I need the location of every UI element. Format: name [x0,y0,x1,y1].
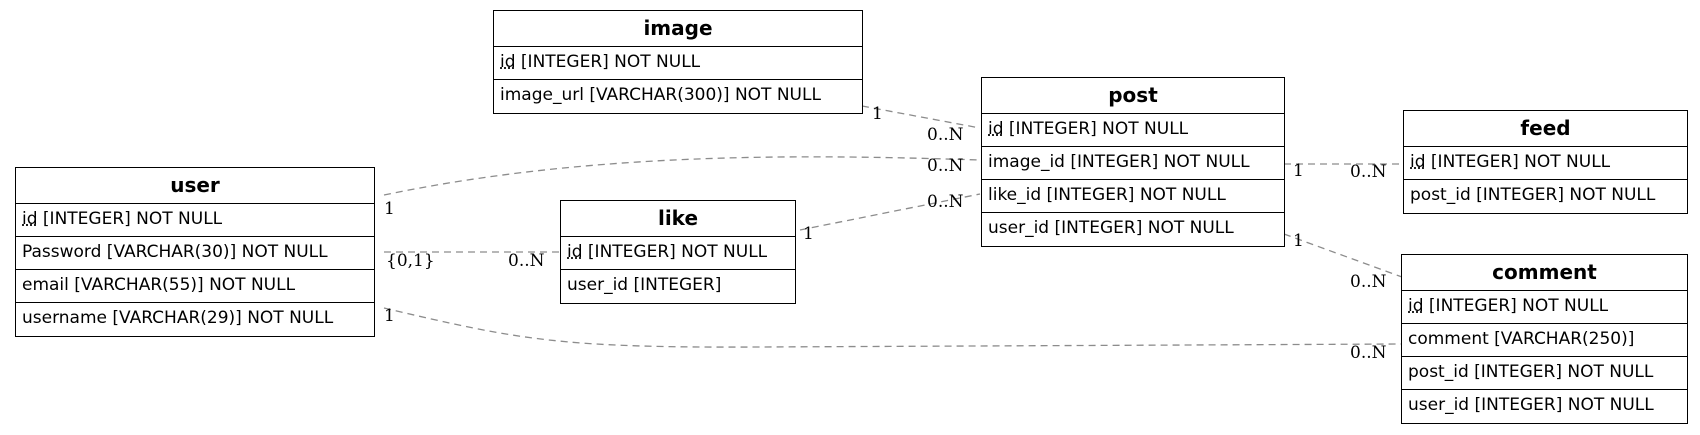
edge-user-post [383,156,981,196]
card-user-post-to: 0..N [927,156,964,176]
edge-image-post [861,105,981,129]
entity-field: Password [VARCHAR(30)] NOT NULL [16,237,374,270]
entity-like[interactable]: like id [INTEGER] NOT NULL user_id [INTE… [560,200,796,304]
entity-field: post_id [INTEGER] NOT NULL [1404,180,1687,213]
entity-field: id [INTEGER] NOT NULL [16,204,374,237]
field-definition: post_id [INTEGER] NOT NULL [1408,362,1654,382]
field-definition: Password [VARCHAR(30)] NOT NULL [22,242,328,262]
field-definition: image_url [VARCHAR(300)] NOT NULL [500,85,821,105]
card-post-comment-from: 1 [1293,231,1304,251]
entity-field: user_id [INTEGER] [561,270,795,303]
card-user-like-from: {0,1} [386,251,435,271]
primary-key: id [567,242,583,262]
entity-field: post_id [INTEGER] NOT NULL [1402,357,1687,390]
field-definition: post_id [INTEGER] NOT NULL [1410,185,1656,205]
field-definition: email [VARCHAR(55)] NOT NULL [22,275,296,295]
entity-field: id [INTEGER] NOT NULL [494,47,862,80]
entity-user[interactable]: user id [INTEGER] NOT NULL Password [VAR… [15,167,375,337]
entity-title: like [561,201,795,237]
field-definition: [INTEGER] NOT NULL [1425,152,1611,172]
entity-field: id [INTEGER] NOT NULL [982,114,1284,147]
entity-field: user_id [INTEGER] NOT NULL [1402,390,1687,423]
entity-feed[interactable]: feed id [INTEGER] NOT NULL post_id [INTE… [1403,110,1688,214]
card-image-post-to: 0..N [927,125,964,145]
field-definition: [INTEGER] NOT NULL [515,52,701,72]
entity-field: username [VARCHAR(29)] NOT NULL [16,303,374,336]
entity-field: id [INTEGER] NOT NULL [561,237,795,270]
primary-key: id [500,52,516,72]
entity-field: image_url [VARCHAR(300)] NOT NULL [494,80,862,113]
field-definition: user_id [INTEGER] [567,275,722,295]
card-image-post-from: 1 [872,104,883,124]
card-post-feed-from: 1 [1293,161,1304,181]
edge-user-comment [383,307,1403,348]
card-user-comment-to: 0..N [1350,343,1387,363]
primary-key: id [22,209,38,229]
edge-post-comment [1283,233,1403,278]
primary-key: id [988,119,1004,139]
entity-title: post [982,78,1284,114]
card-post-comment-to: 0..N [1350,272,1387,292]
card-user-like-to: 0..N [508,251,545,271]
entity-field: like_id [INTEGER] NOT NULL [982,180,1284,213]
entity-comment[interactable]: comment id [INTEGER] NOT NULL comment [V… [1401,254,1688,424]
field-definition: [INTEGER] NOT NULL [1423,296,1609,316]
edge-like-post [799,193,981,231]
field-definition: image_id [INTEGER] NOT NULL [988,152,1250,172]
primary-key: id [1410,152,1426,172]
card-like-post-from: 1 [803,224,814,244]
card-post-feed-to: 0..N [1350,162,1387,182]
primary-key: id [1408,296,1424,316]
entity-field: image_id [INTEGER] NOT NULL [982,147,1284,180]
field-definition: [INTEGER] NOT NULL [1003,119,1189,139]
field-definition: user_id [INTEGER] NOT NULL [1408,395,1654,415]
entity-title: user [16,168,374,204]
field-definition: like_id [INTEGER] NOT NULL [988,185,1226,205]
field-definition: username [VARCHAR(29)] NOT NULL [22,308,334,328]
card-user-comment-from: 1 [384,306,395,326]
entity-field: email [VARCHAR(55)] NOT NULL [16,270,374,303]
entity-post[interactable]: post id [INTEGER] NOT NULL image_id [INT… [981,77,1285,247]
entity-field: id [INTEGER] NOT NULL [1402,291,1687,324]
field-definition: [INTEGER] NOT NULL [582,242,768,262]
entity-title: comment [1402,255,1687,291]
entity-image[interactable]: image id [INTEGER] NOT NULL image_url [V… [493,10,863,114]
entity-title: image [494,11,862,47]
field-definition: user_id [INTEGER] NOT NULL [988,218,1234,238]
field-definition: comment [VARCHAR(250)] [1408,329,1635,349]
entity-title: feed [1404,111,1687,147]
field-definition: [INTEGER] NOT NULL [37,209,223,229]
entity-field: user_id [INTEGER] NOT NULL [982,213,1284,246]
card-like-post-to: 0..N [927,192,964,212]
entity-field: id [INTEGER] NOT NULL [1404,147,1687,180]
card-user-post-from: 1 [384,199,395,219]
entity-field: comment [VARCHAR(250)] [1402,324,1687,357]
